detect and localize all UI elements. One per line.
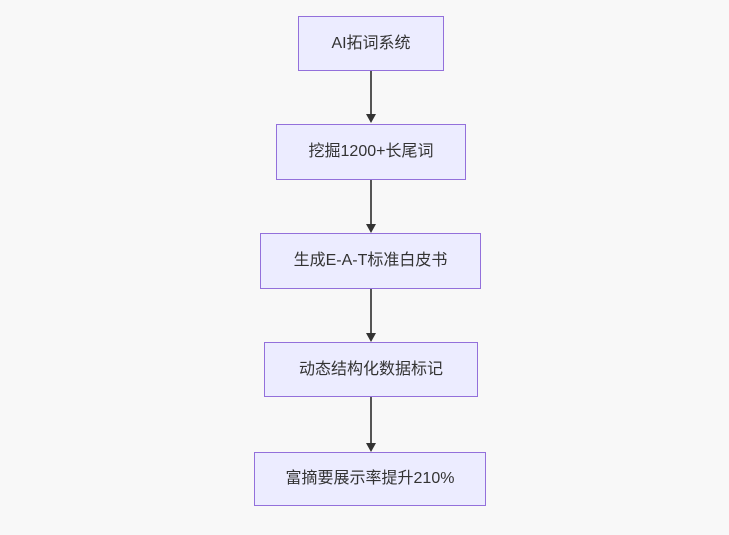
arrowhead-down-icon <box>366 114 376 123</box>
flowchart-node-structured-data-markup: 动态结构化数据标记 <box>264 342 478 397</box>
flowchart-node-ai-word-expansion: AI拓词系统 <box>298 16 444 71</box>
edge-line <box>370 397 372 443</box>
edge-line <box>370 289 372 333</box>
arrowhead-down-icon <box>366 333 376 342</box>
flowchart-edge <box>366 289 376 342</box>
arrowhead-down-icon <box>366 443 376 452</box>
flowchart-edge <box>366 180 376 233</box>
flowchart-node-eat-whitepaper: 生成E-A-T标准白皮书 <box>260 233 481 289</box>
flowchart-node-longtail-keywords: 挖掘1200+长尾词 <box>276 124 466 180</box>
flowchart-node-rich-snippet-rate: 富摘要展示率提升210% <box>254 452 486 506</box>
flowchart-edge <box>366 397 376 452</box>
flowchart-edge <box>366 71 376 123</box>
edge-line <box>370 180 372 224</box>
edge-line <box>370 71 372 114</box>
arrowhead-down-icon <box>366 224 376 233</box>
